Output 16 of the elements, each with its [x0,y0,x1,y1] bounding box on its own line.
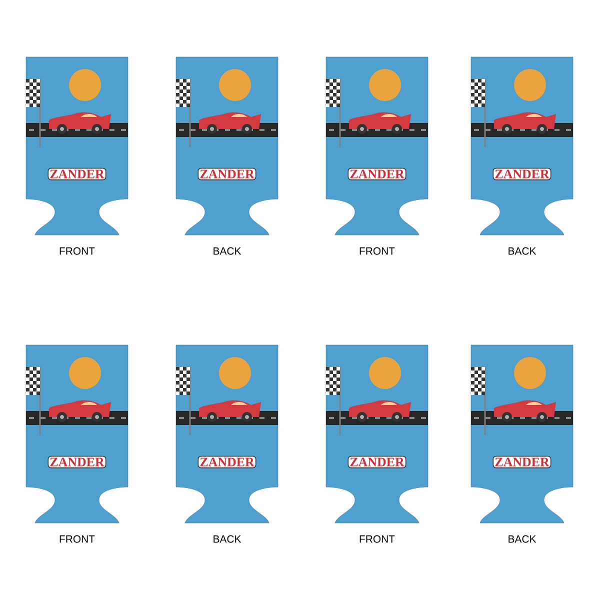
name-text: ZANDER [492,456,552,468]
name-text: ZANDER [48,456,106,468]
side-label: BACK [214,535,242,543]
side-label: BACK [508,535,536,543]
name-text: ZANDER [492,168,552,180]
name-text: ZANDER [198,456,256,468]
name-text: ZANDER [198,168,256,180]
name-text: ZANDER [48,168,106,180]
side-label: BACK [214,247,242,255]
name-text: ZANDER [348,456,406,468]
side-label: FRONT [360,535,395,543]
side-label: FRONT [60,247,95,255]
name-text: ZANDER [348,168,406,180]
side-label: FRONT [360,247,395,255]
side-label: FRONT [60,535,95,543]
side-label: BACK [508,247,536,255]
